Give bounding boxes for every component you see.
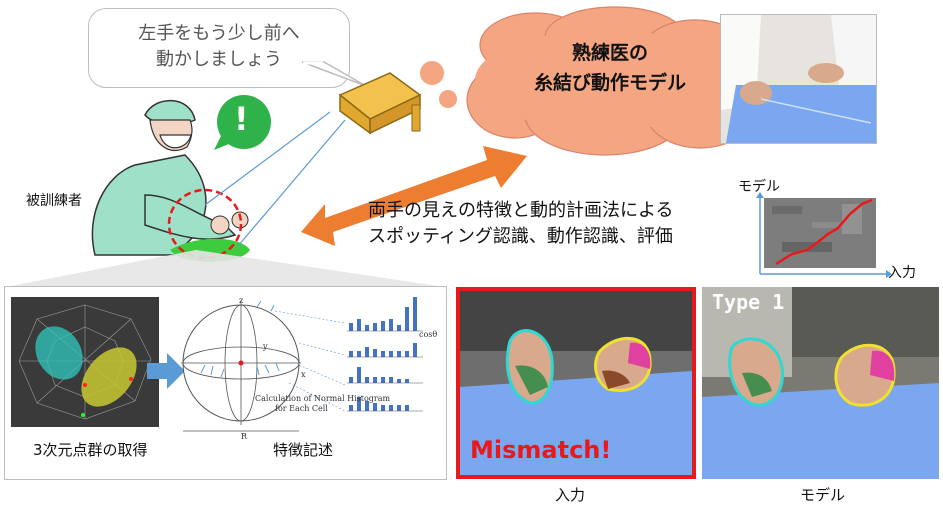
- model-caption: モデル: [800, 486, 846, 504]
- dp-plot: [756, 192, 892, 278]
- point-cloud-caption: 3次元点群の取得: [33, 441, 148, 459]
- trainee-label: 被訓練者: [26, 193, 82, 209]
- matching-arrow: [301, 146, 527, 246]
- focus-circle: [167, 188, 243, 260]
- radius-label: R: [241, 432, 248, 441]
- dp-plot-y-label: モデル: [738, 179, 780, 195]
- speech-bubble-tail: [301, 61, 367, 87]
- speech-bubble-line1: 左手をもう少し前へ: [138, 23, 300, 44]
- method-line1: 両手の見えの特徴と動的計画法による: [368, 200, 674, 221]
- cos-label: cosθ: [419, 330, 437, 339]
- cloud-title: 熟練医の 糸結び動作モデル: [520, 38, 700, 98]
- dp-plot-x-label: 入力: [888, 265, 916, 281]
- camera-icon: [338, 61, 457, 135]
- model-frame: [702, 287, 939, 479]
- type-badge: Type 1: [712, 290, 785, 314]
- mismatch-badge: Mismatch!: [470, 436, 612, 464]
- axis-z-label: z: [239, 296, 243, 305]
- panel-arrow: [147, 353, 185, 389]
- cloud-title-line2: 糸結び動作モデル: [533, 72, 686, 94]
- feature-caption: 特徴記述: [273, 441, 334, 459]
- exclamation-callout: [214, 95, 271, 150]
- speech-bubble: 左手をもう少し前へ 動かしましょう: [88, 8, 350, 88]
- axis-x-label: x: [301, 370, 306, 379]
- histogram-note-line1: Calculation of Normal Histogram: [255, 394, 391, 403]
- model-cloud: [466, 6, 756, 156]
- histogram-note-line2: for Each Cell: [275, 404, 328, 413]
- exclamation-icon: !: [234, 100, 249, 138]
- axis-y-label: y: [262, 342, 268, 351]
- point-cloud-image: [11, 297, 159, 427]
- feature-sphere-diagram: z y x R: [181, 296, 437, 441]
- method-line2: スポッティング認識、動作認識、評価: [368, 226, 673, 247]
- cloud-title-line1: 熟練医の: [571, 42, 648, 64]
- method-text: 両手の見えの特徴と動的計画法による スポッティング認識、動作認識、評価: [368, 198, 673, 250]
- feature-panel: 3次元点群の取得 z y x R: [4, 286, 447, 480]
- trainee-illustration: [91, 99, 250, 263]
- input-frame: [456, 287, 696, 479]
- input-caption: 入力: [555, 486, 586, 504]
- speech-bubble-line2: 動かしましょう: [156, 49, 282, 70]
- expert-photo: [720, 14, 877, 144]
